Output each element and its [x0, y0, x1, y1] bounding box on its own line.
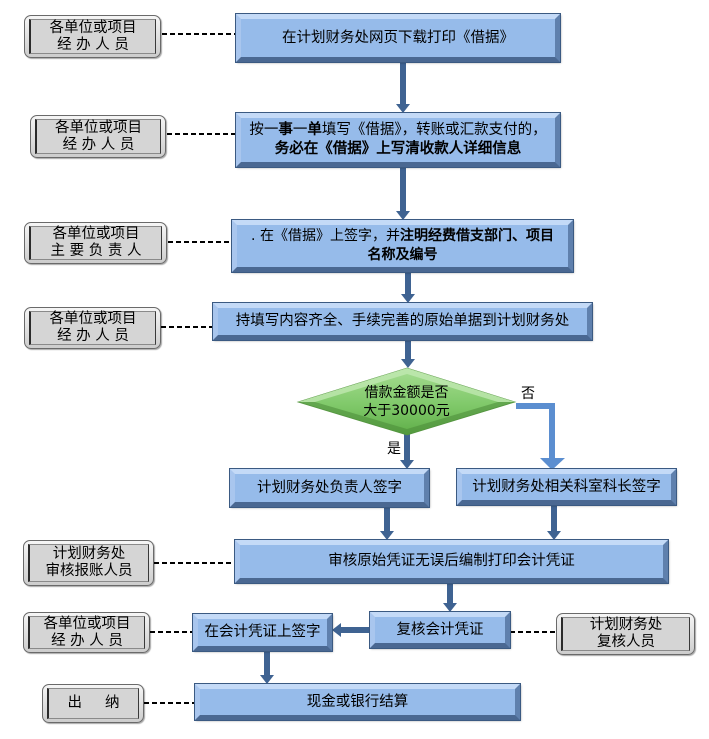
step-text-line-2: 务必在《借据》上写清收款人详细信息 — [274, 141, 522, 157]
step-text-line-2: 名称及编号 — [367, 247, 438, 263]
decision-text-line-2: 大于30000元 — [363, 403, 450, 419]
step-submit-documents: 持填写内容齐全、手续完善的原始单据到计划财务处 — [212, 302, 593, 341]
role-text-line-2: 主 要 负 责 人 — [50, 243, 142, 259]
role-text-line-2: 经 办 人 员 — [62, 136, 135, 153]
role-text-line-2: 经 办 人 员 — [57, 328, 129, 344]
step-text: 计划财务处负责人签字 — [257, 479, 402, 496]
arrow-director-sign-to-review — [380, 507, 394, 540]
text-segment-bold: 事 — [278, 122, 293, 138]
step-section-chief-sign: 计划财务处相关科室科长签字 — [456, 468, 677, 506]
role-text-line-1: 各单位或项目 — [43, 615, 131, 632]
role-box-unit-handler-2: 各单位或项目 经 办 人 员 — [30, 115, 166, 158]
step-review-and-print-voucher: 审核原始凭证无误后编制打印会计凭证 — [234, 539, 669, 584]
decision-no-label: 否 — [521, 386, 535, 402]
role-box-finance-rechecker: 计划财务处 复核人员 — [556, 613, 695, 655]
text-segment: . 在《借据》上签字，并 — [251, 228, 400, 244]
role-box-inner: 各单位或项目 经 办 人 员 — [29, 311, 156, 345]
arrow-step2-to-step3 — [396, 167, 410, 220]
role-text-line-2: 经 办 人 员 — [57, 36, 129, 53]
step-text: 在会计凭证上签字 — [204, 624, 321, 640]
role-box-inner: 各单位或项目 主 要 负 责 人 — [29, 226, 162, 260]
role-text-line-1: 各单位或项目 — [52, 226, 140, 242]
text-segment: 一 — [292, 122, 308, 138]
text-segment-bold: 注明经费借支部门、项目 — [399, 228, 554, 244]
role-text-line-1: 计划财务处 — [589, 617, 663, 633]
step-text: 审核原始凭证无误后编制打印会计凭证 — [328, 553, 575, 569]
role-text-line-1: 各单位或项目 — [49, 311, 137, 327]
decision-text: 借款金额是否 大于30000元 — [298, 369, 515, 435]
role-text-line-1: 计划财务处 — [52, 546, 126, 562]
step-text: 复核会计凭证 — [396, 621, 484, 638]
role-box-inner: 各单位或项目 经 办 人 员 — [35, 119, 161, 154]
arrow-sign-voucher-to-settlement — [260, 651, 274, 684]
arrow-decision-yes — [400, 434, 414, 469]
role-text-line-1: 各单位或项目 — [49, 19, 137, 36]
role-text-line-1: 各单位或项目 — [55, 119, 142, 136]
role-box-inner: 计划财务处 审核报账人员 — [28, 544, 149, 582]
role-box-inner: 各单位或项目 经 办 人 员 — [28, 616, 145, 649]
role-box-unit-head: 各单位或项目 主 要 负 责 人 — [24, 222, 167, 264]
arrow-section-chief-sign-to-review — [547, 505, 561, 540]
role-box-inner: 计划财务处 复核人员 — [561, 617, 690, 651]
decision-yes-label: 是 — [387, 441, 401, 457]
step-text: 持填写内容齐全、手续完善的原始单据到计划财务处 — [235, 313, 570, 329]
step-text-line-1: 按一事一单填写《借据》，转账或汇款支付的， — [249, 121, 546, 140]
text-segment: 填写《借据》，转账或汇款支付的， — [321, 122, 547, 138]
decision-text-line-1: 借款金额是否 — [364, 385, 449, 401]
step-text-line-1: . 在《借据》上签字，并注明经费借支部门、项目 — [251, 227, 554, 246]
step-sign-voucher: 在会计凭证上签字 — [192, 613, 333, 652]
role-box-unit-handler-4: 各单位或项目 经 办 人 员 — [23, 612, 150, 653]
step-director-sign: 计划财务处负责人签字 — [229, 468, 430, 508]
step-text: 计划财务处相关科室科长签字 — [472, 478, 661, 495]
arrow-review-to-recheck — [443, 583, 457, 612]
step-sign-loan-form: . 在《借据》上签字，并注明经费借支部门、项目 名称及编号 — [231, 219, 574, 273]
arrow-step1-to-step2 — [396, 62, 410, 113]
step-fill-loan-form: 按一事一单填写《借据》，转账或汇款支付的， 务必在《借据》上写清收款人详细信息 — [235, 112, 561, 168]
arrow-step4-to-decision — [401, 340, 415, 368]
step-cash-or-bank-settlement: 现金或银行结算 — [194, 683, 521, 721]
role-box-inner: 出 纳 — [47, 688, 139, 719]
role-box-inner: 各单位或项目 经 办 人 员 — [29, 19, 156, 54]
arrow-decision-no — [516, 403, 565, 470]
decision-diamond — [296, 367, 517, 436]
role-text-line-2: 审核报账人员 — [45, 563, 133, 579]
text-segment: 按一 — [249, 122, 279, 138]
step-recheck-voucher: 复核会计凭证 — [369, 611, 511, 649]
arrow-step3-to-step4 — [401, 272, 415, 303]
role-text: 出 纳 — [67, 695, 120, 711]
role-text-line-2: 复核人员 — [597, 634, 655, 650]
role-box-unit-handler-1: 各单位或项目 经 办 人 员 — [24, 15, 161, 58]
role-box-finance-reviewer: 计划财务处 审核报账人员 — [23, 540, 154, 586]
step-download-loan-form: 在计划财务处网页下载打印《借据》 — [235, 13, 561, 63]
role-box-unit-handler-3: 各单位或项目 经 办 人 员 — [24, 307, 161, 349]
step-text: 现金或银行结算 — [306, 693, 409, 710]
arrow-recheck-to-sign-voucher — [332, 623, 371, 637]
role-text-line-2: 经 办 人 员 — [51, 632, 123, 649]
role-box-cashier: 出 纳 — [42, 684, 144, 723]
text-segment-bold: 单 — [307, 122, 322, 138]
step-text: 在计划财务处网页下载打印《借据》 — [282, 29, 514, 46]
